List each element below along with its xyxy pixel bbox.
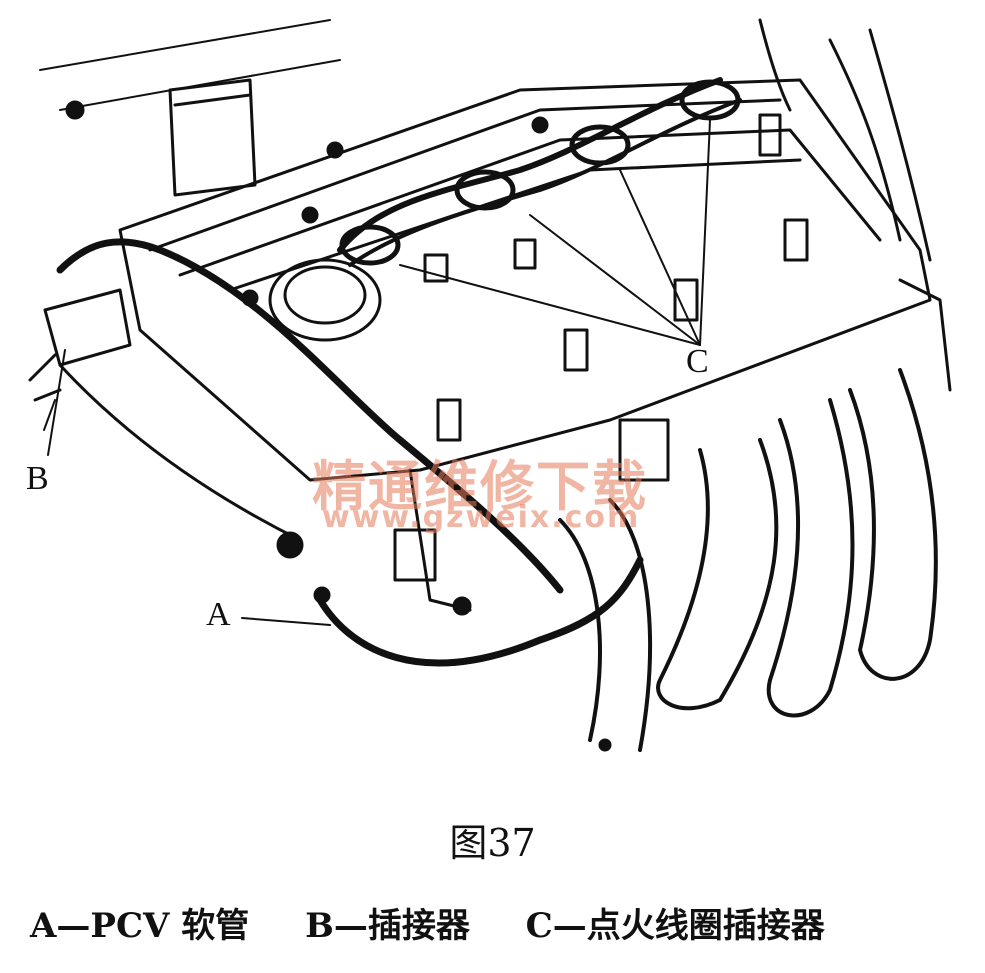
callout-b: B: [26, 460, 49, 497]
watermark-text: 精通维修下载: [312, 455, 648, 518]
callout-c: C: [686, 343, 709, 380]
legend-item-c: C—点火线圈插接器: [525, 906, 825, 946]
engine-line-drawing: [28, 18, 952, 752]
watermark-url: www.gzweix.com: [322, 500, 641, 535]
legend-item-a: A—PCV 软管: [30, 906, 250, 946]
callout-a: A: [206, 596, 231, 633]
figure-number: 图37: [449, 821, 536, 865]
legend-item-b: B—插接器: [305, 906, 470, 946]
figure-legend: A—PCV 软管 B—插接器 C—点火线圈插接器: [30, 898, 970, 947]
